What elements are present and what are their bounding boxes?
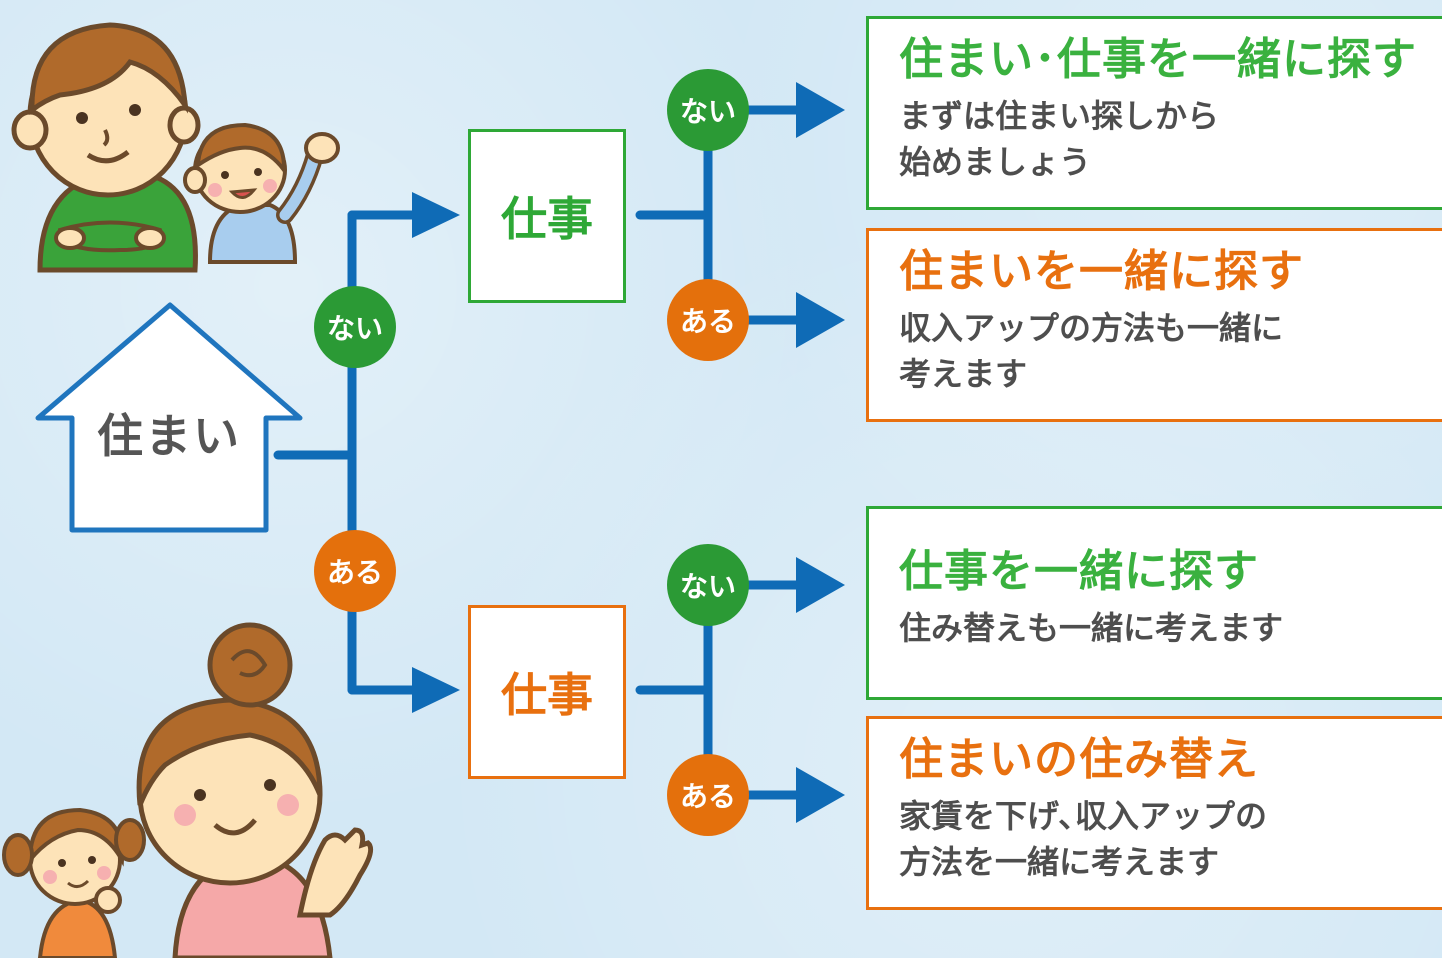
result-description: まずは住まい探しから 始めましょう [899,97,1220,181]
badge-nai-lower: ない [667,544,749,626]
arrow-result-1 [796,82,845,138]
root-label: 住まい [97,409,241,463]
mother-hair [136,697,323,806]
job-box-upper: 仕事 [468,129,626,303]
result-description: 収入アップの方法も一緒に 考えます [899,309,1284,393]
result-box-1: 住まい･仕事を一緒に探す まずは住まい探しから 始めましょう [866,16,1442,210]
arrow-result-4 [796,767,845,823]
result-description: 家賃を下げ､収入アップの 方法を一緒に考えます [899,797,1268,881]
result-box-3: 仕事を一緒に探す 住み替えも一緒に考えます [866,506,1442,700]
son-hand [304,132,340,164]
badge-nai-root: ない [314,286,396,368]
badge-aru-root: ある [314,530,396,612]
result-title: 仕事を一緒に探す [899,546,1259,597]
mother-bun [207,622,293,708]
arrow-result-3 [796,557,845,613]
result-title: 住まいを一緒に探す [899,246,1304,297]
badge-nai-upper: ない [667,69,749,151]
job-box-lower: 仕事 [468,605,626,779]
house-shape [35,302,303,533]
arrow-to-upper-job [412,192,460,238]
arrow-result-2 [796,292,845,348]
arrow-to-lower-job [412,667,460,713]
badge-aru-upper: ある [667,279,749,361]
mother-hand [296,827,374,918]
result-description: 住み替えも一緒に考えます [899,609,1284,647]
result-box-4: 住まいの住み替え 家賃を下げ､収入アップの 方法を一緒に考えます [866,716,1442,910]
mother-and-daughter-illustration [2,622,374,958]
son-shirt [207,203,298,264]
result-title: 住まいの住み替え [899,734,1259,785]
badge-aru-lower: ある [667,754,749,836]
result-box-2: 住まいを一緒に探す 収入アップの方法も一緒に 考えます [866,228,1442,422]
father-hair [29,22,189,115]
father-and-son-illustration [11,22,340,273]
result-title: 住まい･仕事を一緒に探す [899,34,1417,85]
